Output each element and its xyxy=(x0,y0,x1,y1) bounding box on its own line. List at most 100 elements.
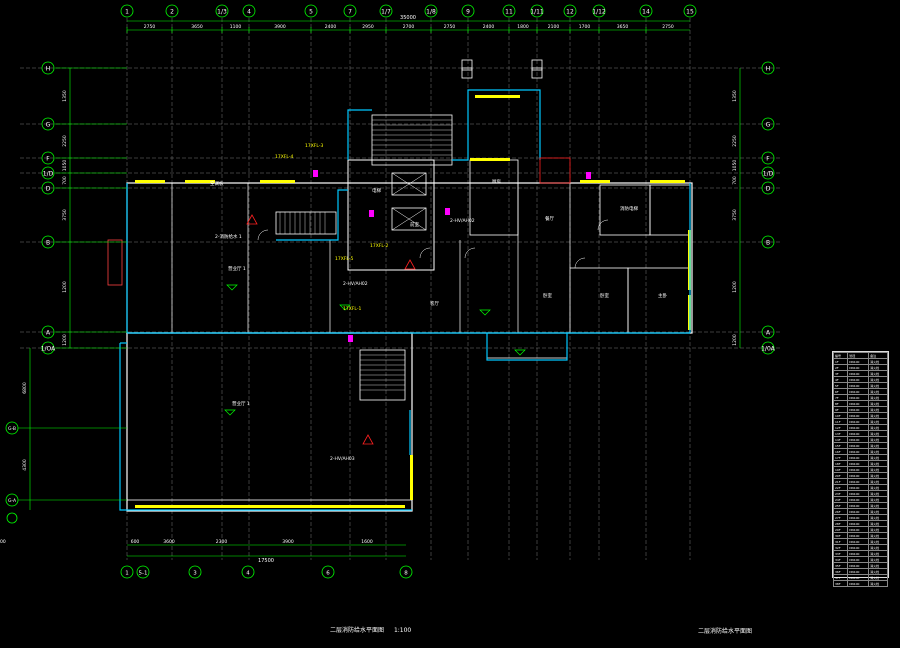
plan-label-room: 厨房 xyxy=(492,178,501,185)
fire-pipe xyxy=(347,109,372,160)
dimension-left: 1200 xyxy=(62,281,68,293)
fire-pipe-west xyxy=(276,189,348,241)
dimension-right: 1350 xyxy=(732,90,738,102)
dimension-bottom: 3600 xyxy=(163,539,175,545)
bath-2 xyxy=(649,184,691,236)
axis-bubble-left xyxy=(41,325,55,339)
axis-label-left: G xyxy=(46,122,51,129)
alarm-zone xyxy=(539,157,571,184)
axis-bubble-left xyxy=(41,151,55,165)
axis-bubble-right xyxy=(761,235,775,249)
dimension-top: 2700 xyxy=(403,24,415,30)
door-swing xyxy=(257,229,269,241)
dimension-top: 2750 xyxy=(444,24,456,30)
dimension-bottom-total: 17500 xyxy=(258,558,274,564)
axis-bubble-top xyxy=(530,4,544,18)
dimension-left: 3750 xyxy=(62,209,68,221)
window xyxy=(410,455,413,500)
drawing-title: 二层消防给水平面图 1:100 xyxy=(330,625,411,634)
dimension-top: 2750 xyxy=(144,24,156,30)
plan-label-room: 空调板 xyxy=(210,180,224,187)
axis-label-bottom: 5-1 xyxy=(139,571,148,577)
alarm-triangle xyxy=(246,214,258,225)
dimension-top: 2950 xyxy=(362,24,374,30)
axis-bubble-top xyxy=(683,4,697,18)
elevator-1 xyxy=(391,172,427,196)
fire-hydrant xyxy=(313,170,318,177)
dimension-top: 2750 xyxy=(662,24,674,30)
dimension-bottom: 600 xyxy=(131,539,140,545)
dimension-right: 1050 xyxy=(732,160,738,172)
plan-label-room: 客厅 xyxy=(430,300,439,307)
axis-label-bottom: 4 xyxy=(246,571,250,577)
axis-label-top: 2 xyxy=(170,9,174,16)
plan-label-riser: 17XFL-3 xyxy=(305,143,323,149)
level-marker xyxy=(514,349,526,356)
door-swing xyxy=(464,247,476,259)
plan-label-room: 卧室 xyxy=(600,292,609,299)
plan-labels: 2-消防给水 117XFL-117XFL-217XFL-317XFL-417XF… xyxy=(210,143,667,462)
axis-bubble-left xyxy=(41,61,55,75)
axis-bubble-top xyxy=(639,4,653,18)
axis-bubble-top xyxy=(502,4,516,18)
axis-label-right: 1/D xyxy=(763,171,774,178)
axis-bubble-right xyxy=(761,181,775,195)
plan-label-note: 2-消防给水 1 xyxy=(215,233,242,240)
axis-bubble-left xyxy=(41,117,55,131)
plan-label-room: 主卧 xyxy=(658,292,667,299)
elevator-cross xyxy=(391,172,427,196)
axis-label-bottom: 1 xyxy=(125,571,129,577)
column xyxy=(461,59,473,71)
dimension-top: 1100 xyxy=(230,24,242,30)
axis-label-left: H xyxy=(46,66,51,73)
axis-bubble-left xyxy=(41,181,55,195)
fire-water-pipes xyxy=(119,89,691,511)
level-marker xyxy=(224,409,236,416)
dimension-right: 700 xyxy=(732,176,738,185)
axis-bubble-top xyxy=(424,4,438,18)
dimension-right: 3750 xyxy=(732,209,738,221)
dimension-top: 3650 xyxy=(191,24,203,30)
fire-pipe-balcony xyxy=(486,333,568,361)
dimension-left: 1350 xyxy=(62,90,68,102)
axis-label-top: 4 xyxy=(247,9,251,16)
axis-label-top: 1 xyxy=(125,9,129,16)
axis-label-right: A xyxy=(766,330,771,337)
axis-label-top: 12 xyxy=(566,9,574,16)
dimension-top-total: 35000 xyxy=(400,15,416,21)
legend-cell: DN100 xyxy=(847,580,870,587)
dimension-left: 1050 xyxy=(62,160,68,172)
dimension-top: 2100 xyxy=(548,24,560,30)
dimension-top: 1700 xyxy=(579,24,591,30)
axis-bubble-top xyxy=(461,4,475,18)
dimension-bottom: 1600 xyxy=(361,539,373,545)
fire-hydrant xyxy=(586,172,591,179)
stair-west xyxy=(275,211,337,235)
fire-hydrant xyxy=(369,210,374,217)
axis-label-left: B xyxy=(46,240,50,247)
plan-label-room: 前室 xyxy=(410,221,419,228)
axis-bubble-top xyxy=(215,4,229,18)
dimension-left: 700 xyxy=(62,176,68,185)
axis-label-top: 5 xyxy=(309,9,313,16)
axis-bubble-top xyxy=(242,4,256,18)
axis-label-top: 14 xyxy=(642,9,650,16)
window xyxy=(580,180,610,183)
door-swing xyxy=(419,247,431,259)
plan-label-note: 2-HV/AH03 xyxy=(330,456,355,462)
window xyxy=(135,505,405,508)
axis-grid xyxy=(20,18,780,560)
window xyxy=(650,180,685,183)
axis-label-left: D xyxy=(46,186,51,193)
axis-bubble-right xyxy=(761,166,775,180)
drawing-scale: 1:100 xyxy=(393,627,412,634)
walls xyxy=(107,59,693,512)
window xyxy=(475,95,520,98)
dimension-lower-left: 6800 xyxy=(22,382,28,394)
axis-bubble-left xyxy=(41,235,55,249)
dimension-bottom: 2300 xyxy=(216,539,228,545)
axis-bubble-top xyxy=(343,4,357,18)
